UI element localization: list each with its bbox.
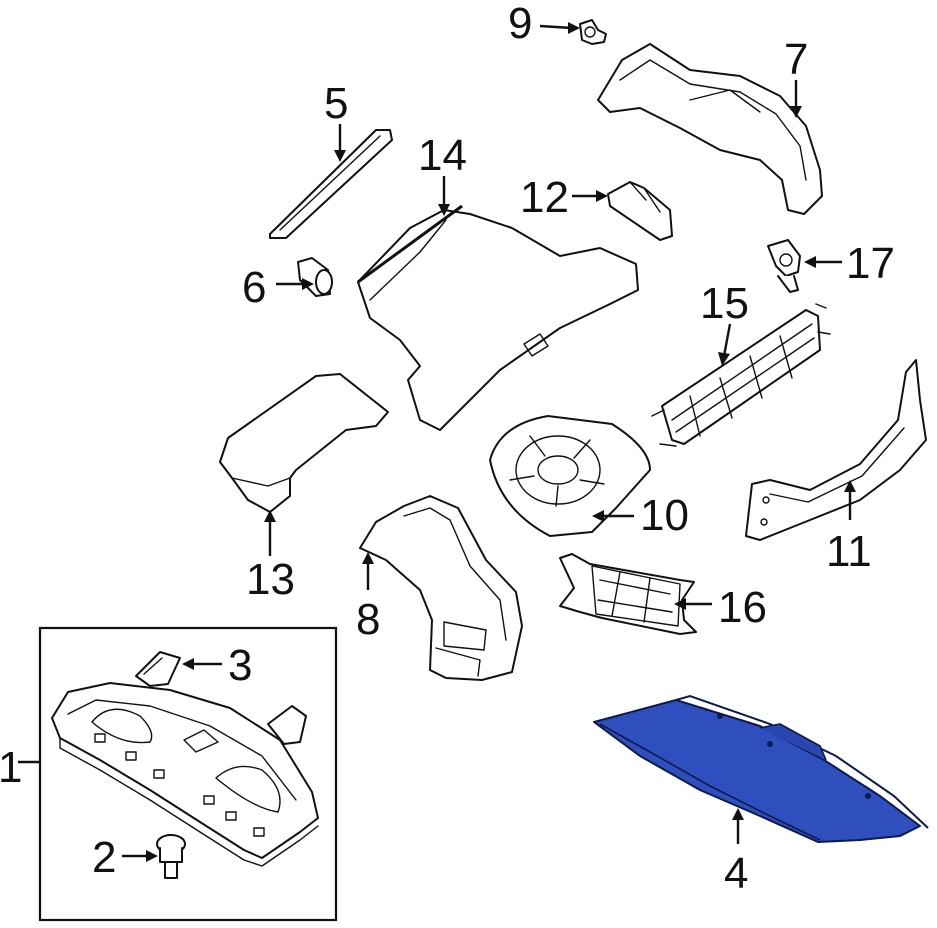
part-17-clip <box>767 239 801 293</box>
part-3-pad <box>135 651 307 745</box>
callout-12: 12 <box>520 173 569 222</box>
callout-14: 14 <box>418 131 467 180</box>
part-15-cargo-net <box>651 303 831 447</box>
part-12-bracket <box>607 181 673 241</box>
part-11-sill-plate <box>745 359 927 541</box>
part-9-bolt <box>579 19 607 45</box>
callout-8: 8 <box>356 595 380 644</box>
part-2-clip <box>156 834 186 879</box>
callout-10: 10 <box>640 491 689 540</box>
callout-15: 15 <box>700 279 749 328</box>
callout-7: 7 <box>784 35 808 84</box>
callout-16: 16 <box>718 583 767 632</box>
callout-13: 13 <box>246 555 295 604</box>
part-14-trunk-mat <box>357 204 639 431</box>
part-13-panel <box>219 373 389 513</box>
callout-labels: 1 2 3 4 5 6 7 8 9 10 11 12 13 14 15 16 1… <box>0 0 895 898</box>
callout-11: 11 <box>826 527 872 576</box>
callout-1: 1 <box>0 743 22 792</box>
callout-arrows <box>122 22 856 862</box>
part-1-assembly-box <box>18 626 338 922</box>
part-7-trim-panel <box>597 43 823 215</box>
part-6-grommet <box>297 257 333 297</box>
part-8-side-trim <box>359 495 523 681</box>
part-4-tonneau-cover <box>593 694 929 843</box>
part-16-net <box>559 553 697 635</box>
callout-17: 17 <box>846 239 895 288</box>
callout-5: 5 <box>324 79 348 128</box>
part-1-package-tray <box>51 682 319 867</box>
part-10-spare-tire-cover <box>489 415 651 537</box>
callout-6: 6 <box>242 263 266 312</box>
callout-4: 4 <box>724 849 748 898</box>
callout-9: 9 <box>508 0 532 48</box>
callout-3: 3 <box>228 641 252 690</box>
callout-2: 2 <box>92 833 116 882</box>
part-5-strip <box>269 129 393 239</box>
